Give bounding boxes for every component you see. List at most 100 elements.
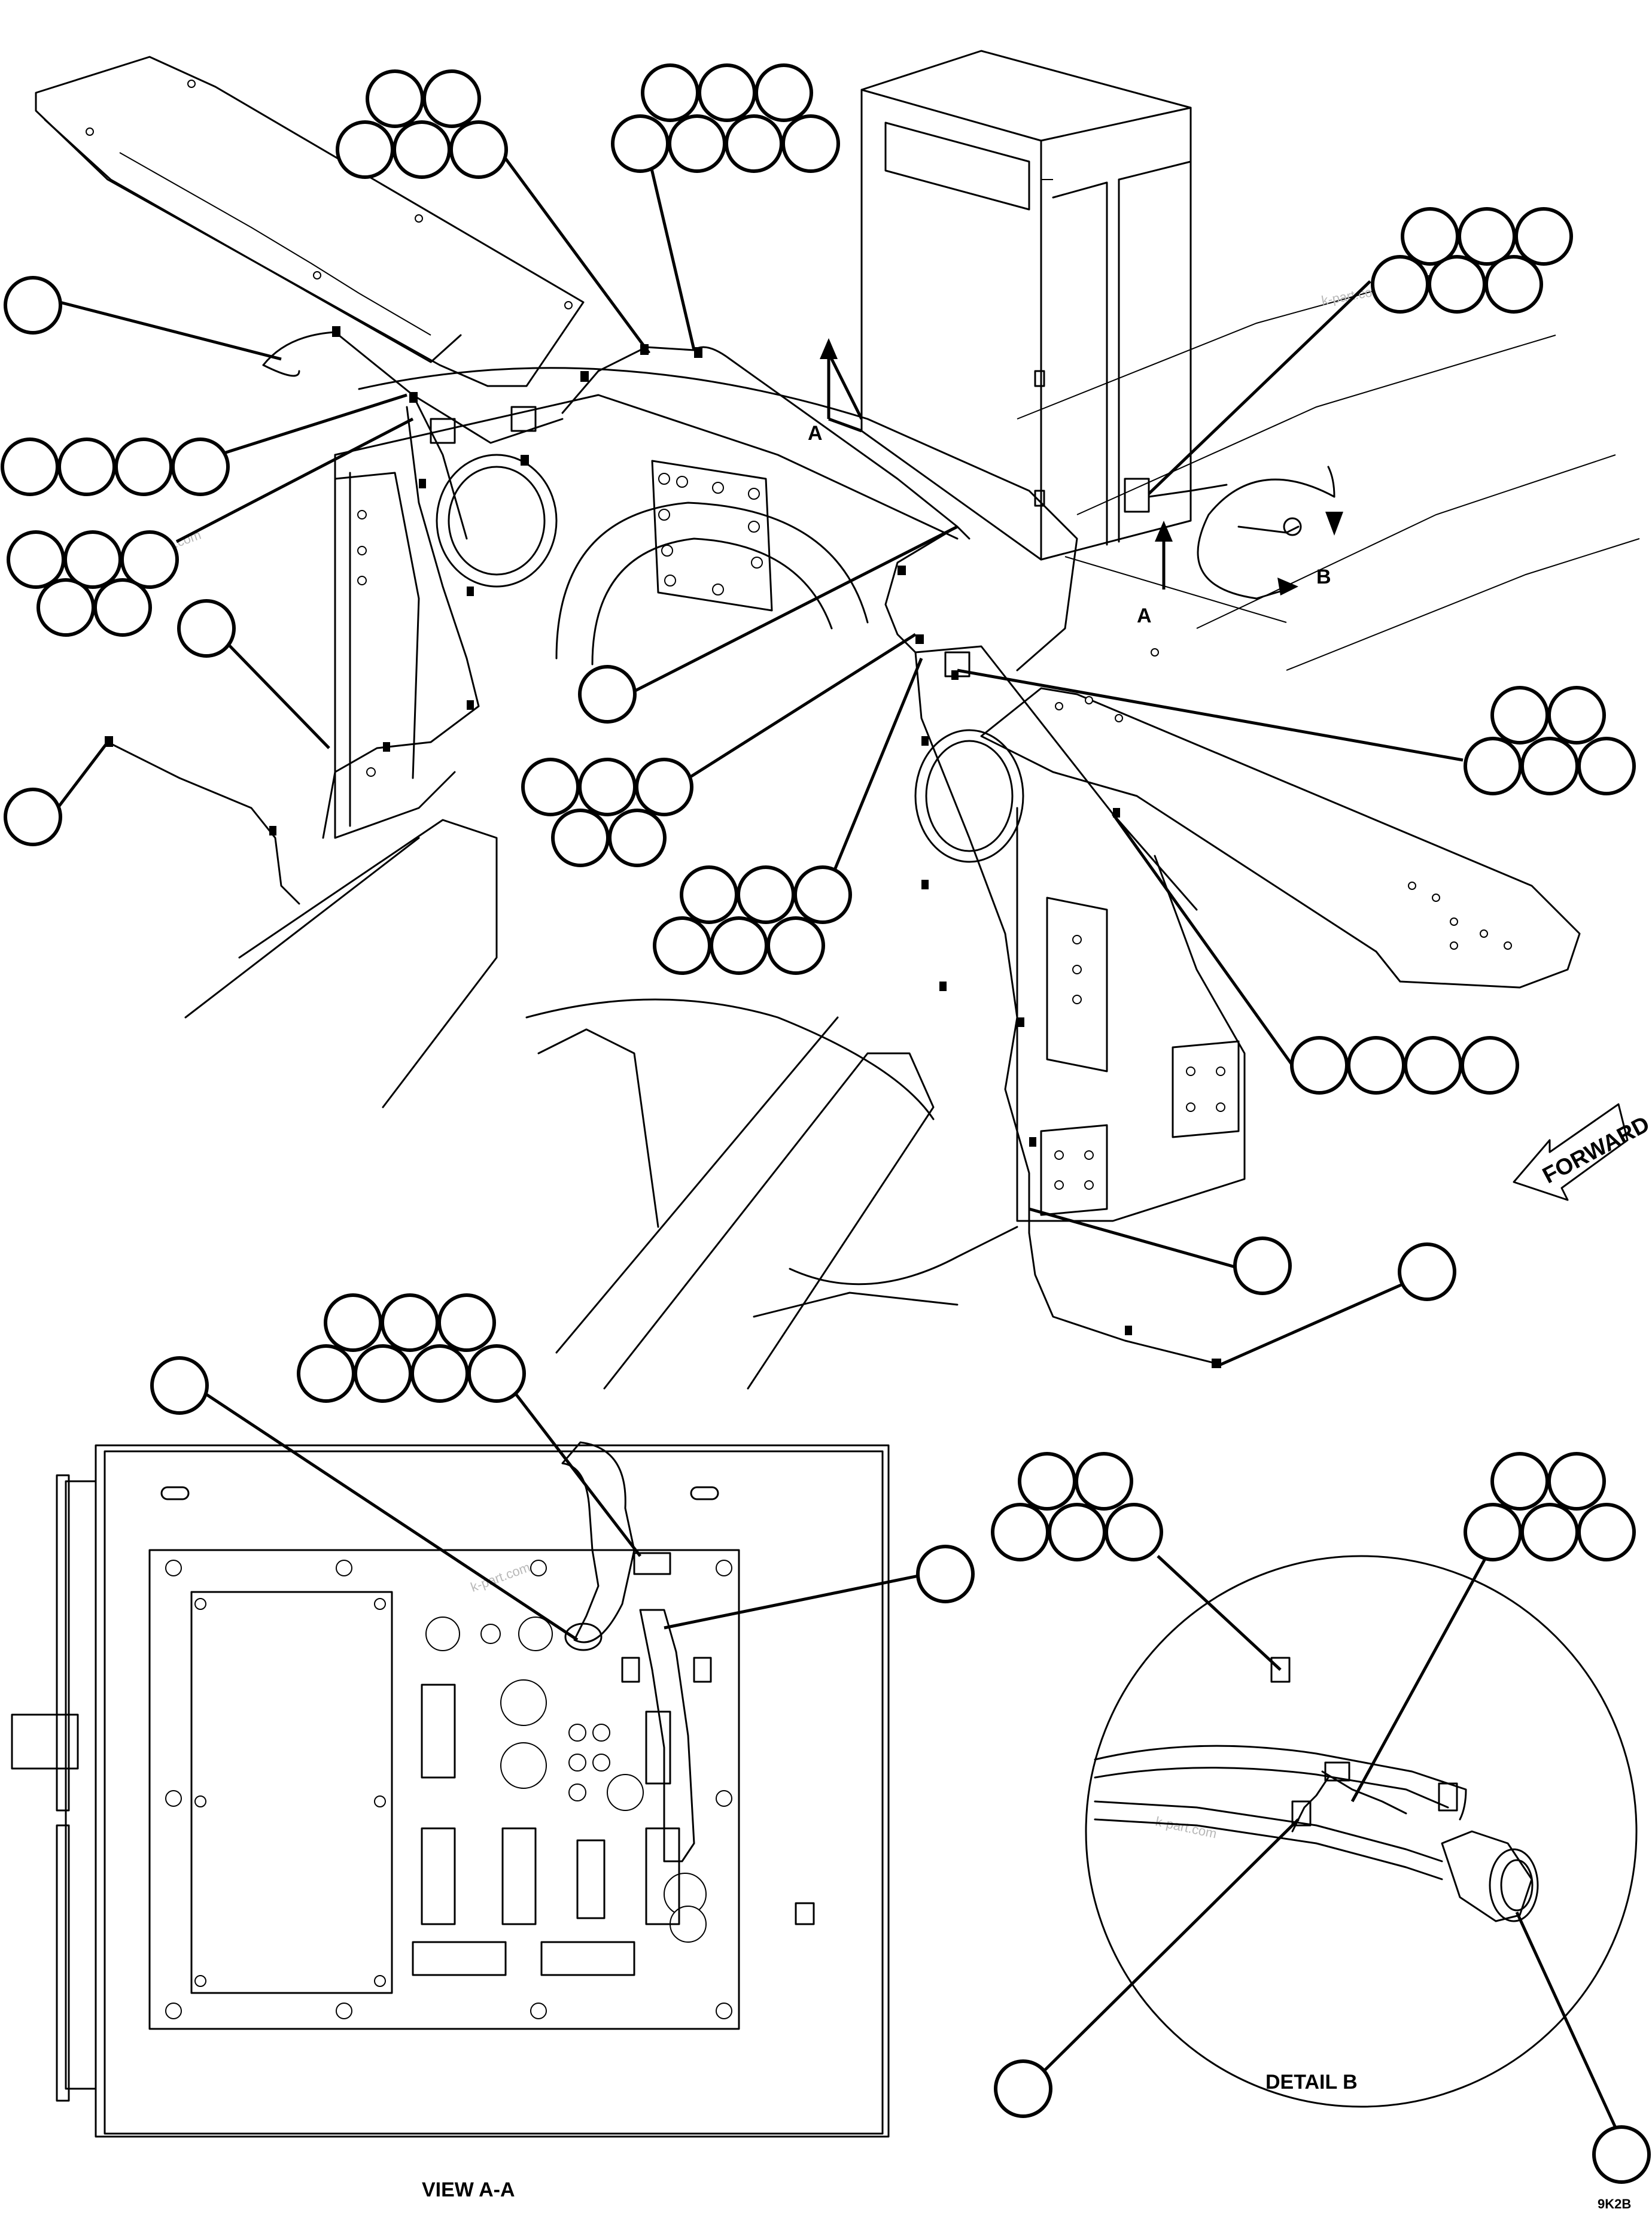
detail-b-marker: B [1197,466,1343,600]
callout-bubble [4,788,62,846]
callout-group-9 [521,758,693,867]
callout-bubble [393,120,451,179]
left-post-bolts [357,510,376,777]
callout-group-1 [336,69,508,179]
callout-group-12 [1290,1036,1519,1095]
view-a-a-bolts [165,1560,732,2019]
callout-bubble [177,599,236,658]
callout-bubble [1592,2125,1651,2184]
callout-bubble [1490,1452,1549,1511]
callout-group-6 [7,530,179,637]
callout-bubble [1371,255,1429,314]
main-frame-assembly [35,56,1640,1390]
sheet-code: 9K2B [1598,2196,1631,2211]
callout-bubble [297,1344,355,1403]
callout-group-4 [1371,207,1573,314]
callout-bubble [578,758,637,816]
callout-bubble [150,1356,209,1415]
callout-group-13 [1233,1236,1292,1295]
wiring-harness [105,326,1222,1368]
callout-group-16 [297,1293,526,1403]
callout-bubble [1018,1452,1076,1511]
detail-b-marker-label: B [1316,566,1331,588]
callout-bubble [710,916,768,975]
callout-group-15 [4,788,62,846]
callout-bubble [1,437,59,496]
callout-group-2 [611,63,840,173]
callout-bubble [994,2059,1052,2118]
callout-group-19 [1464,1452,1636,1561]
callout-bubble [93,578,152,637]
plate-holes [86,80,573,309]
callout-bubble [1464,1503,1522,1561]
callout-bubble [1075,1452,1133,1511]
view-a-a-label: VIEW A-A [422,2178,515,2201]
callout-bubble [611,114,670,173]
callout-bubble [1490,686,1549,745]
view-a-a-knockouts [425,1617,707,1943]
post-bolts [1054,935,1225,1190]
callout-bubble [114,437,173,496]
forward-label: FORWARD [1539,1111,1652,1189]
callout-bubble [1105,1503,1163,1561]
callout-group-5 [1,437,230,496]
callout-bubble [1347,1036,1405,1095]
callout-group-8 [578,665,637,724]
callout-bubble [1428,255,1486,314]
section-a-top-label: A [808,422,823,445]
callout-bubble [63,530,122,589]
callout-bubble [381,1293,439,1352]
callout-bubble [991,1503,1049,1561]
callout-bubble [171,437,230,496]
callout-bubble [1458,207,1516,266]
callout-bubble [754,63,813,122]
callout-group-21 [994,2059,1651,2184]
callout-group-11 [1464,686,1636,795]
callout-bubble [608,809,667,867]
callout-bubble [641,63,699,122]
callout-bubble [1404,1036,1462,1095]
callout-bubble [916,1545,975,1603]
callout-bubble [1461,1036,1519,1095]
callout-bubble [1290,1036,1349,1095]
callout-group-18 [991,1452,1163,1561]
callout-group-17 [150,1356,209,1415]
callout-bubble [449,120,508,179]
harness-clips [105,326,1221,1368]
callout-group-10 [653,865,852,975]
callout-bubble [467,1344,526,1403]
callout-bubble [1520,737,1579,795]
callout-bubble [737,865,795,924]
callout-bubble [4,276,62,335]
callout-bubble [793,865,852,924]
callout-bubble [551,809,610,867]
view-a-a-cutouts [412,1684,815,1976]
callout-bubble [366,69,424,128]
bracket-holes [1055,648,1512,950]
leader-lines [50,157,1617,2129]
section-a-bottom-label: A [1137,604,1152,627]
callout-bubble [1547,1452,1606,1511]
callout-bubble [336,120,394,179]
callout-bubble [1398,1242,1456,1301]
callout-bubble [410,1344,469,1403]
callout-bubble [36,578,95,637]
section-arrows: A A [808,338,1173,627]
callout-bubble [635,758,693,816]
detail-b-label: DETAIL B [1265,2071,1358,2094]
callout-bubble [766,916,825,975]
cover-bolts [658,473,763,595]
callout-bubble [668,114,726,173]
callout-group-20 [916,1545,975,1603]
electrical-enclosure [860,50,1228,561]
callout-bubble [1577,737,1636,795]
callout-bubble [1577,1503,1636,1561]
callout-bubble [653,916,711,975]
callout-bubble [1401,207,1459,266]
callout-group-7 [177,599,236,658]
callout-bubble [57,437,116,496]
callout-group-14 [1398,1242,1456,1301]
callout-bubble [120,530,179,589]
forward-arrow: FORWARD [1513,1103,1652,1201]
